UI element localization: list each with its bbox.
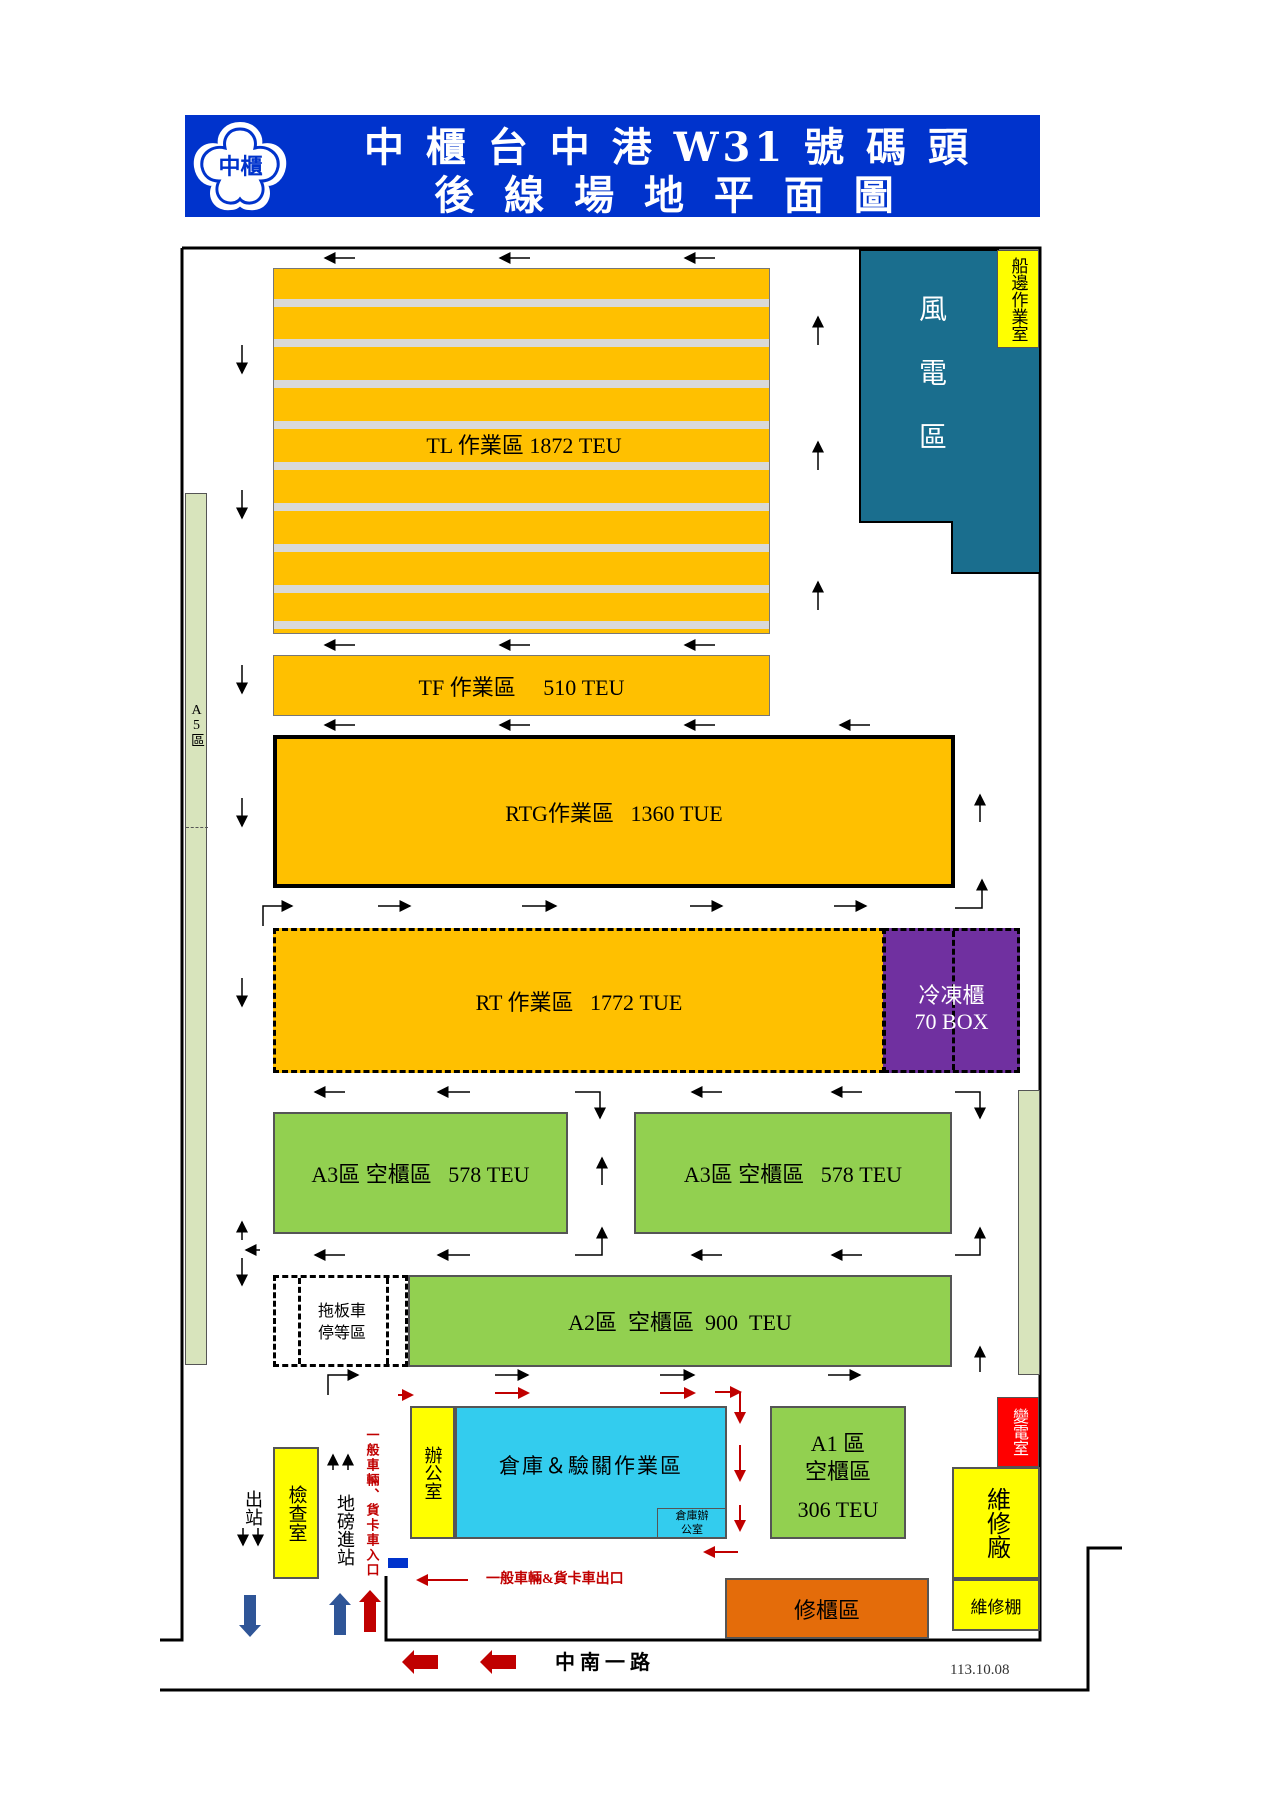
trailer-wait-zone: 拖板車停等區: [273, 1275, 408, 1367]
a3-right-label: A3區 空櫃區 578 TEU: [683, 1162, 903, 1187]
logo-text: 中櫃: [218, 154, 263, 180]
warehouse-office: 倉庫辦公室: [657, 1508, 727, 1539]
inspection-room: 檢查室: [273, 1447, 319, 1579]
a5-zone: A5區: [185, 493, 208, 1365]
a3-right-zone: A3區 空櫃區 578 TEU: [634, 1112, 952, 1234]
trailer-wait-label: 拖板車停等區: [317, 1302, 366, 1342]
rt-zone-label: RT 作業區 1772 TUE: [475, 989, 683, 1015]
warehouse-label: 倉庫＆驗關作業區: [499, 1454, 683, 1478]
logo-box: 中櫃: [185, 115, 296, 217]
turn-arrow: [955, 1226, 986, 1256]
a1-zone: A1 區 空櫃區 306 TEU: [770, 1406, 906, 1539]
a2-label: A2區 空櫃區 900 TEU: [568, 1310, 792, 1335]
a1-label-1: A1 區: [810, 1431, 866, 1456]
a5-zone-label: A5區: [189, 703, 204, 747]
warehouse-zone: 倉庫＆驗關作業區 倉庫辦公室: [455, 1406, 727, 1539]
rt-zone: RT 作業區 1772 TUE: [273, 928, 885, 1073]
block-arrow: [239, 1595, 261, 1637]
turn-arrow: [955, 878, 988, 909]
ship-office: 船邊作業室: [997, 250, 1039, 348]
substation: 變電室: [997, 1397, 1039, 1467]
rtg-zone-label: RTG作業區 1360 TUE: [505, 800, 723, 826]
turn-arrow: [955, 1091, 986, 1120]
title-bar: 中 櫃 台 中 港 W31 號 碼 頭 後 線 場 地 平 面 圖: [296, 115, 1040, 219]
right-strip: [1018, 1090, 1040, 1375]
block-arrow: [480, 1650, 516, 1674]
tl-zone-label: TL 作業區 1872 TEU: [394, 429, 654, 459]
repair-zone: 修櫃區: [725, 1578, 929, 1639]
exit-label: 一般車輛&貨卡車出口: [486, 1572, 624, 1587]
block-arrow: [359, 1590, 381, 1632]
office: 辦公室: [410, 1406, 455, 1539]
scale-entry-label: 地磅進站: [335, 1494, 355, 1566]
a3-left-label: A3區 空櫃區 578 TEU: [311, 1162, 530, 1187]
vehicle-icon: [388, 1558, 408, 1568]
wind-power-label: 風電區: [915, 294, 946, 486]
reefer-zone: 冷凍櫃 70 BOX: [883, 928, 1020, 1073]
block-arrow: [402, 1650, 438, 1674]
company-logo-icon: [193, 121, 287, 211]
a2-zone: A2區 空櫃區 900 TEU: [408, 1275, 952, 1367]
street-label: 中 南 一 路: [555, 1652, 650, 1674]
turn-arrow: [575, 1091, 606, 1120]
entrance-label: 一般車輛、貨卡車入口: [364, 1428, 380, 1578]
a3-left-zone: A3區 空櫃區 578 TEU: [273, 1112, 568, 1234]
exit-station-label: 出站: [243, 1490, 263, 1526]
maintenance-shed: 維修棚: [952, 1579, 1040, 1631]
a1-label-2: 空櫃區: [804, 1459, 871, 1484]
page-title-line1: 中 櫃 台 中 港 W31 號 碼 頭: [364, 124, 972, 171]
reefer-label-1: 冷凍櫃: [918, 983, 985, 1008]
date-label: 113.10.08: [950, 1662, 1010, 1678]
reefer-label-2: 70 BOX: [914, 1009, 989, 1034]
tf-zone: TF 作業區 510 TEU: [273, 655, 770, 716]
maintenance-factory: 維修廠: [952, 1467, 1040, 1579]
rtg-zone: RTG作業區 1360 TUE: [273, 735, 955, 888]
a1-label-3: 306 TEU: [797, 1497, 879, 1522]
page-title-line2: 後 線 場 地 平 面 圖: [434, 172, 902, 219]
tf-zone-label: TF 作業區 510 TEU: [418, 674, 625, 700]
tl-zone: TL 作業區 1872 TEU: [273, 268, 770, 634]
turn-arrow: [327, 1369, 360, 1395]
turn-arrow: [575, 1226, 608, 1256]
block-arrow: [329, 1593, 351, 1635]
turn-arrow: [262, 900, 294, 926]
